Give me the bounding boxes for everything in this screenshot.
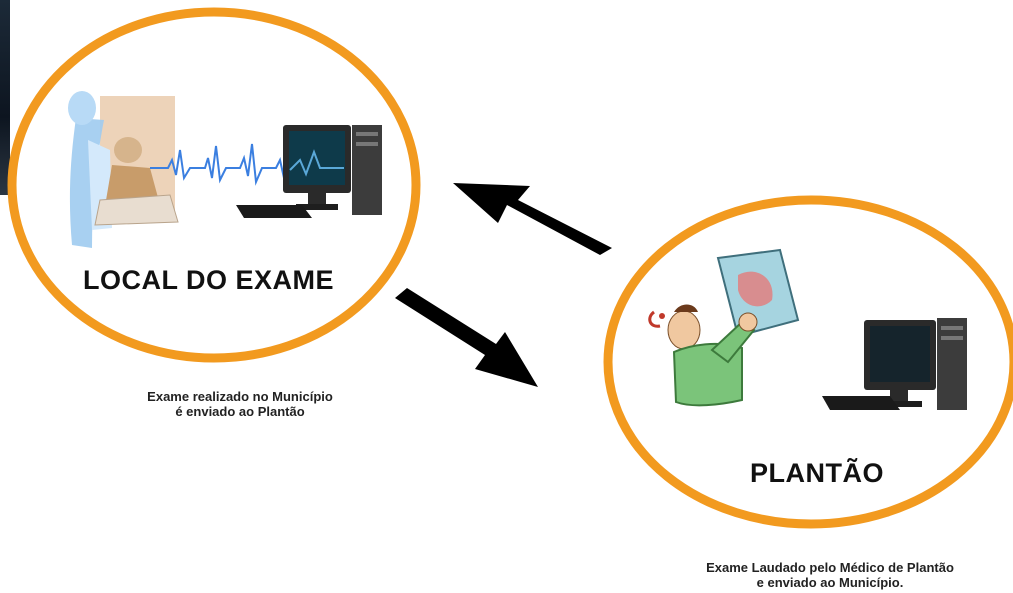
local-caption-line2: é enviado ao Plantão (175, 404, 305, 419)
arrow-to-local (453, 183, 612, 255)
local-caption-line1: Exame realizado no Município (147, 389, 333, 404)
background-edge-strip (0, 0, 10, 195)
local-title: LOCAL DO EXAME (83, 265, 335, 295)
computer-icon (822, 318, 967, 410)
plantao-title: PLANTÃO (750, 458, 884, 488)
local-caption: Exame realizado no Município é enviado a… (100, 389, 380, 419)
doctor-icon (648, 248, 800, 407)
plantao-caption: Exame Laudado pelo Médico de Plantão e e… (650, 560, 1010, 590)
plantao-caption-line1: Exame Laudado pelo Médico de Plantão (706, 560, 954, 575)
computer-icon (236, 125, 382, 218)
patient-exam-icon (68, 91, 179, 248)
plantao-node-ring (603, 195, 1013, 529)
local-node-ring (7, 7, 421, 363)
arrow-to-plantao (395, 288, 538, 387)
plantao-caption-line2: e enviado ao Município. (756, 575, 904, 590)
